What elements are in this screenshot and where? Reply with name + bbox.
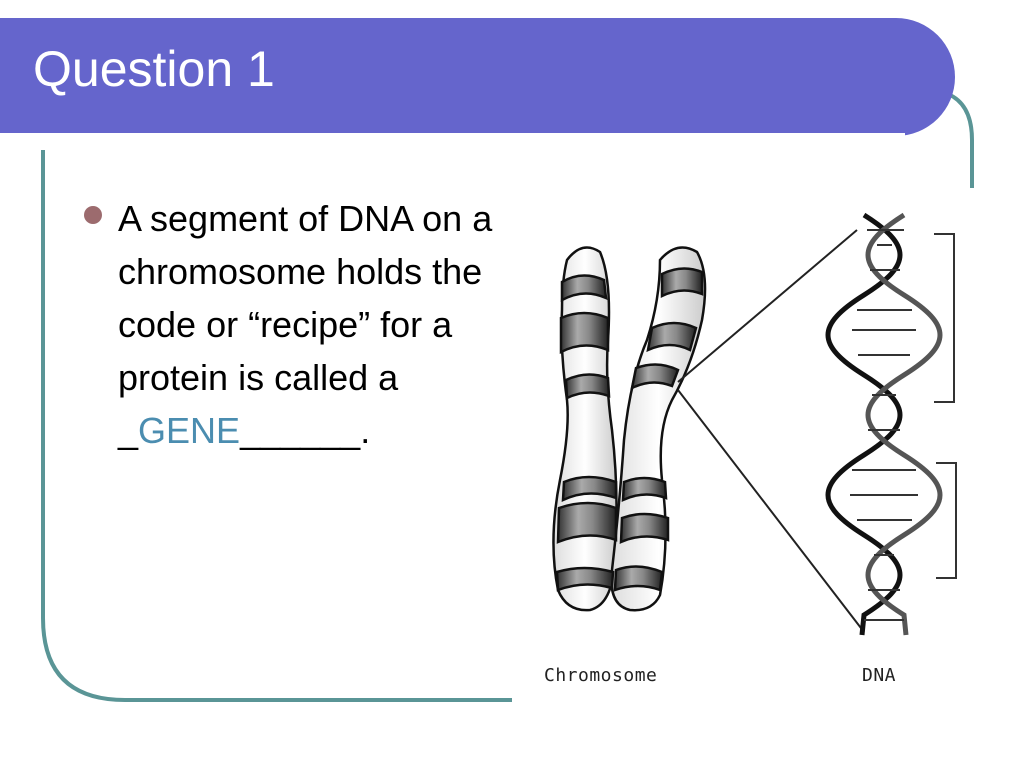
bullet-text: A segment of DNA on a chromosome holds t… — [118, 192, 500, 457]
bullet-item: A segment of DNA on a chromosome holds t… — [80, 192, 500, 457]
frame-left-line — [41, 150, 512, 702]
bullet-list: A segment of DNA on a chromosome holds t… — [80, 192, 500, 457]
bullet-dot-icon — [84, 206, 102, 224]
dna-helix-icon — [825, 212, 943, 636]
answer-text: GENE — [138, 410, 241, 451]
connector-lines — [677, 229, 865, 633]
chromosome-dna-figure: Chromosome DNA — [512, 200, 982, 700]
title-underline — [0, 133, 905, 136]
gene-bracket-top — [934, 233, 955, 403]
chromosome-dna-illustration — [552, 212, 957, 636]
title-bar — [0, 18, 955, 136]
blank-line: ______. — [240, 410, 371, 451]
chromosome-label: Chromosome — [544, 665, 658, 686]
gene-brackets — [934, 233, 957, 579]
question-text: A segment of DNA on a chromosome holds t… — [118, 198, 493, 451]
gene-bracket-bottom — [936, 462, 957, 579]
slide-title: Question 1 — [33, 41, 275, 97]
dna-label: DNA — [862, 665, 897, 686]
chromosome-icon — [552, 246, 707, 612]
